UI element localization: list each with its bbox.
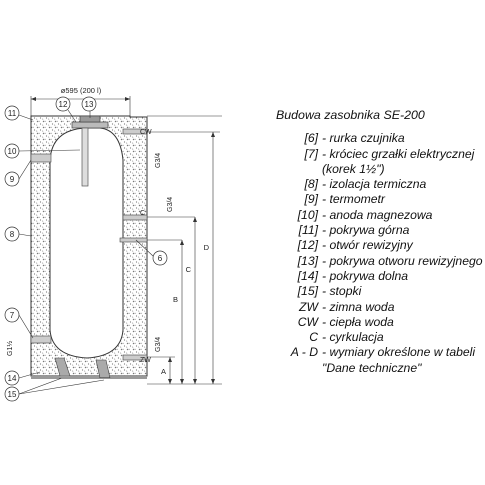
svg-text:8: 8: [10, 230, 15, 239]
legend-key: [12]: [297, 238, 318, 253]
callout-7: 7: [4, 307, 20, 323]
svg-text:15: 15: [8, 390, 17, 399]
callout-13: 13: [81, 96, 97, 112]
legend-key: [9]: [304, 192, 318, 207]
legend-text: - anoda magnezowa: [322, 207, 433, 222]
legend-item: [15] - stopki: [270, 284, 482, 299]
svg-text:14: 14: [8, 374, 17, 383]
legend-text: - otwór rewizyjny: [322, 238, 413, 253]
callout-12: 12: [55, 96, 71, 112]
thermometer: [30, 153, 52, 163]
legend-text: - wymiary określone w tabeli: [322, 345, 476, 360]
port-label-cw: CW: [140, 129, 152, 136]
legend-text: - pokrywa górna: [322, 223, 410, 238]
callout-8: 8: [4, 226, 20, 242]
callout-10: 10: [4, 143, 20, 159]
callout-6: 6: [152, 250, 168, 266]
legend-text: - króciec grzałki elektrycznej: [322, 146, 475, 161]
legend-text: - rurka czujnika: [322, 131, 405, 146]
svg-text:6: 6: [158, 254, 163, 263]
width-label: ø595 (200 l): [61, 86, 102, 95]
width-dimension: ø595 (200 l): [30, 86, 131, 116]
legend: Budowa zasobnika SE-200 [6] - rurka czujn…: [270, 108, 483, 376]
legend-item: [6] - rurka czujnika: [270, 131, 482, 146]
legend-item: [14] - pokrywa dolna: [270, 269, 482, 284]
legend-item: [10] - anoda magnezowa: [270, 208, 482, 223]
legend-text: "Dane techniczne": [322, 360, 422, 375]
legend-key: CW: [297, 314, 318, 329]
legend-item: A - D - wymiary określone w tabeli: [270, 345, 482, 360]
legend-key: A - D: [290, 345, 318, 360]
legend-item: [12] - otwór rewizyjny: [270, 238, 482, 253]
legend-text: - ciepła woda: [322, 314, 394, 329]
legend-text: (korek 1½"): [322, 161, 385, 176]
legend-item: ZW - zimna woda: [270, 300, 482, 315]
dim-label-c: C: [186, 265, 192, 274]
port-labels: CW C ZW G3/4 G3/4 G3/4 G1½: [6, 129, 174, 364]
callout-9: 9: [4, 171, 20, 187]
legend-key: [10]: [297, 207, 318, 222]
svg-text:13: 13: [85, 100, 94, 109]
callout-11: 11: [4, 105, 20, 121]
svg-text:12: 12: [59, 100, 68, 109]
legend-item: [9] - termometr: [270, 192, 482, 207]
legend-key: [7]: [304, 146, 318, 161]
legend-item: CW - ciepła woda: [270, 315, 482, 330]
legend-title: Budowa zasobnika SE-200: [276, 108, 425, 122]
legend-item: [8] - izolacja termiczna: [270, 177, 482, 192]
feet: [31, 357, 147, 379]
legend-key: ZW: [299, 299, 318, 314]
legend-key: [15]: [297, 284, 318, 299]
svg-text:7: 7: [10, 311, 15, 320]
legend-text: - cyrkulacja: [322, 330, 384, 345]
legend-key: [11]: [298, 223, 318, 238]
legend-item: [7] - króciec grzałki elektrycznej: [270, 147, 482, 162]
height-dimensions: A B C D: [147, 115, 222, 385]
legend-key: [6]: [304, 131, 318, 146]
legend-item: [11] - pokrywa górna: [270, 223, 482, 238]
legend-text: - zimna woda: [322, 299, 395, 314]
legend-text: - pokrywa otworu rewizyjnego: [322, 253, 483, 268]
legend-key: [14]: [297, 268, 318, 283]
legend-item: "Dane techniczne": [270, 361, 482, 376]
dim-label-d: D: [204, 243, 210, 252]
port-label-zw: ZW: [140, 357, 151, 364]
legend-item: [13] - pokrywa otworu rewizyjnego: [270, 253, 483, 269]
port-label-g34-bottom: G3/4: [155, 337, 162, 352]
legend-text: - stopki: [322, 284, 362, 299]
dim-label-b: B: [173, 295, 178, 304]
port-label-g112: G1½: [6, 341, 14, 356]
svg-text:9: 9: [10, 175, 15, 184]
legend-text: - termometr: [322, 192, 385, 207]
svg-text:11: 11: [8, 109, 17, 118]
port-label-g34-top: G3/4: [155, 153, 162, 168]
legend-text: - izolacja termiczna: [322, 177, 427, 192]
dim-label-a: A: [161, 367, 166, 376]
port-stubs: [30, 128, 148, 361]
callout-leaders: [18, 109, 154, 395]
legend-item: (korek 1½"): [270, 162, 482, 177]
callout-15: 15: [4, 386, 20, 402]
port-label-c: C: [140, 210, 145, 217]
water-tank: [49, 127, 124, 359]
callout-14: 14: [4, 370, 20, 386]
legend-text: - pokrywa dolna: [322, 268, 409, 283]
magnesium-anode: [81, 127, 89, 187]
svg-text:10: 10: [8, 147, 17, 156]
legend-key: [270, 162, 322, 177]
legend-item: C - cyrkulacja: [270, 330, 482, 345]
legend-key: [8]: [304, 177, 318, 192]
port-label-g34-mid: G3/4: [167, 197, 174, 212]
legend-key: C: [309, 330, 318, 345]
legend-key: [270, 361, 322, 376]
legend-key: [13]: [297, 253, 318, 268]
